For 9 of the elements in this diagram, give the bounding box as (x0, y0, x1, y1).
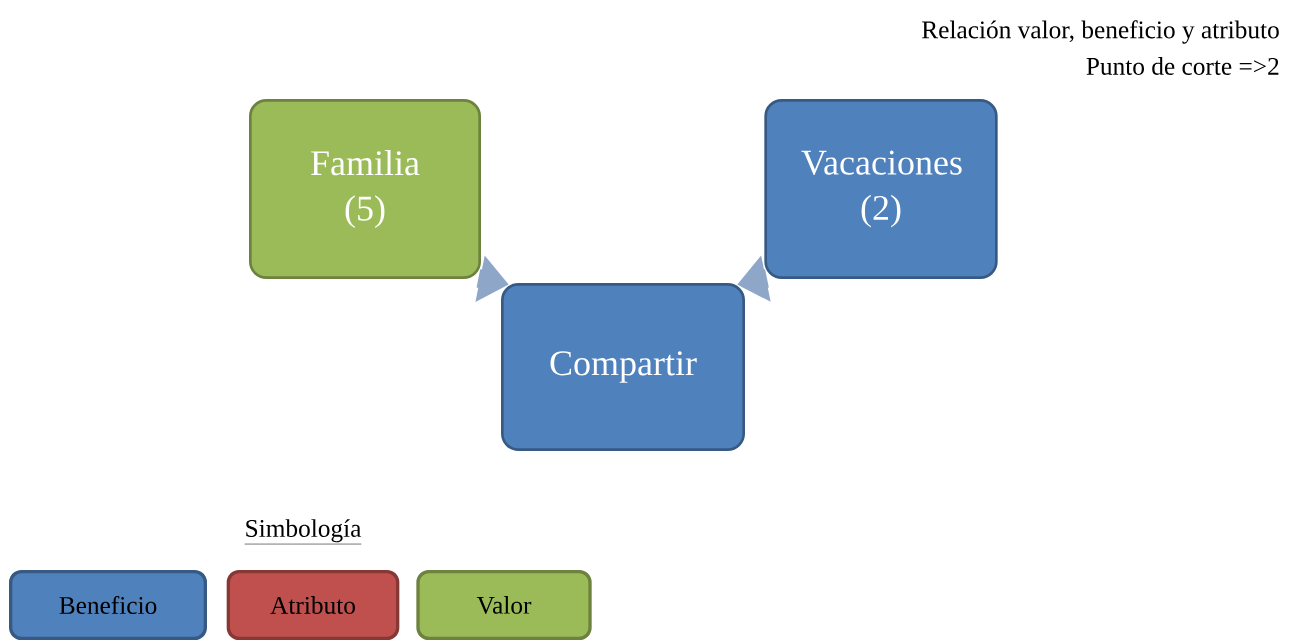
legend-box: Valor (416, 570, 592, 640)
concept-box: Vacaciones (2) (764, 99, 998, 279)
heading-text: Punto de corte =>2 (1086, 57, 1279, 75)
heading-text: Relación valor, beneficio y atributo (922, 20, 1279, 44)
legend-box: Beneficio (9, 570, 207, 640)
legend-box: Atributo (226, 570, 400, 640)
concept-box: Familia (5) (249, 99, 481, 279)
legend-heading: Simbología (244, 519, 362, 545)
concept-box: Compartir (501, 283, 745, 451)
